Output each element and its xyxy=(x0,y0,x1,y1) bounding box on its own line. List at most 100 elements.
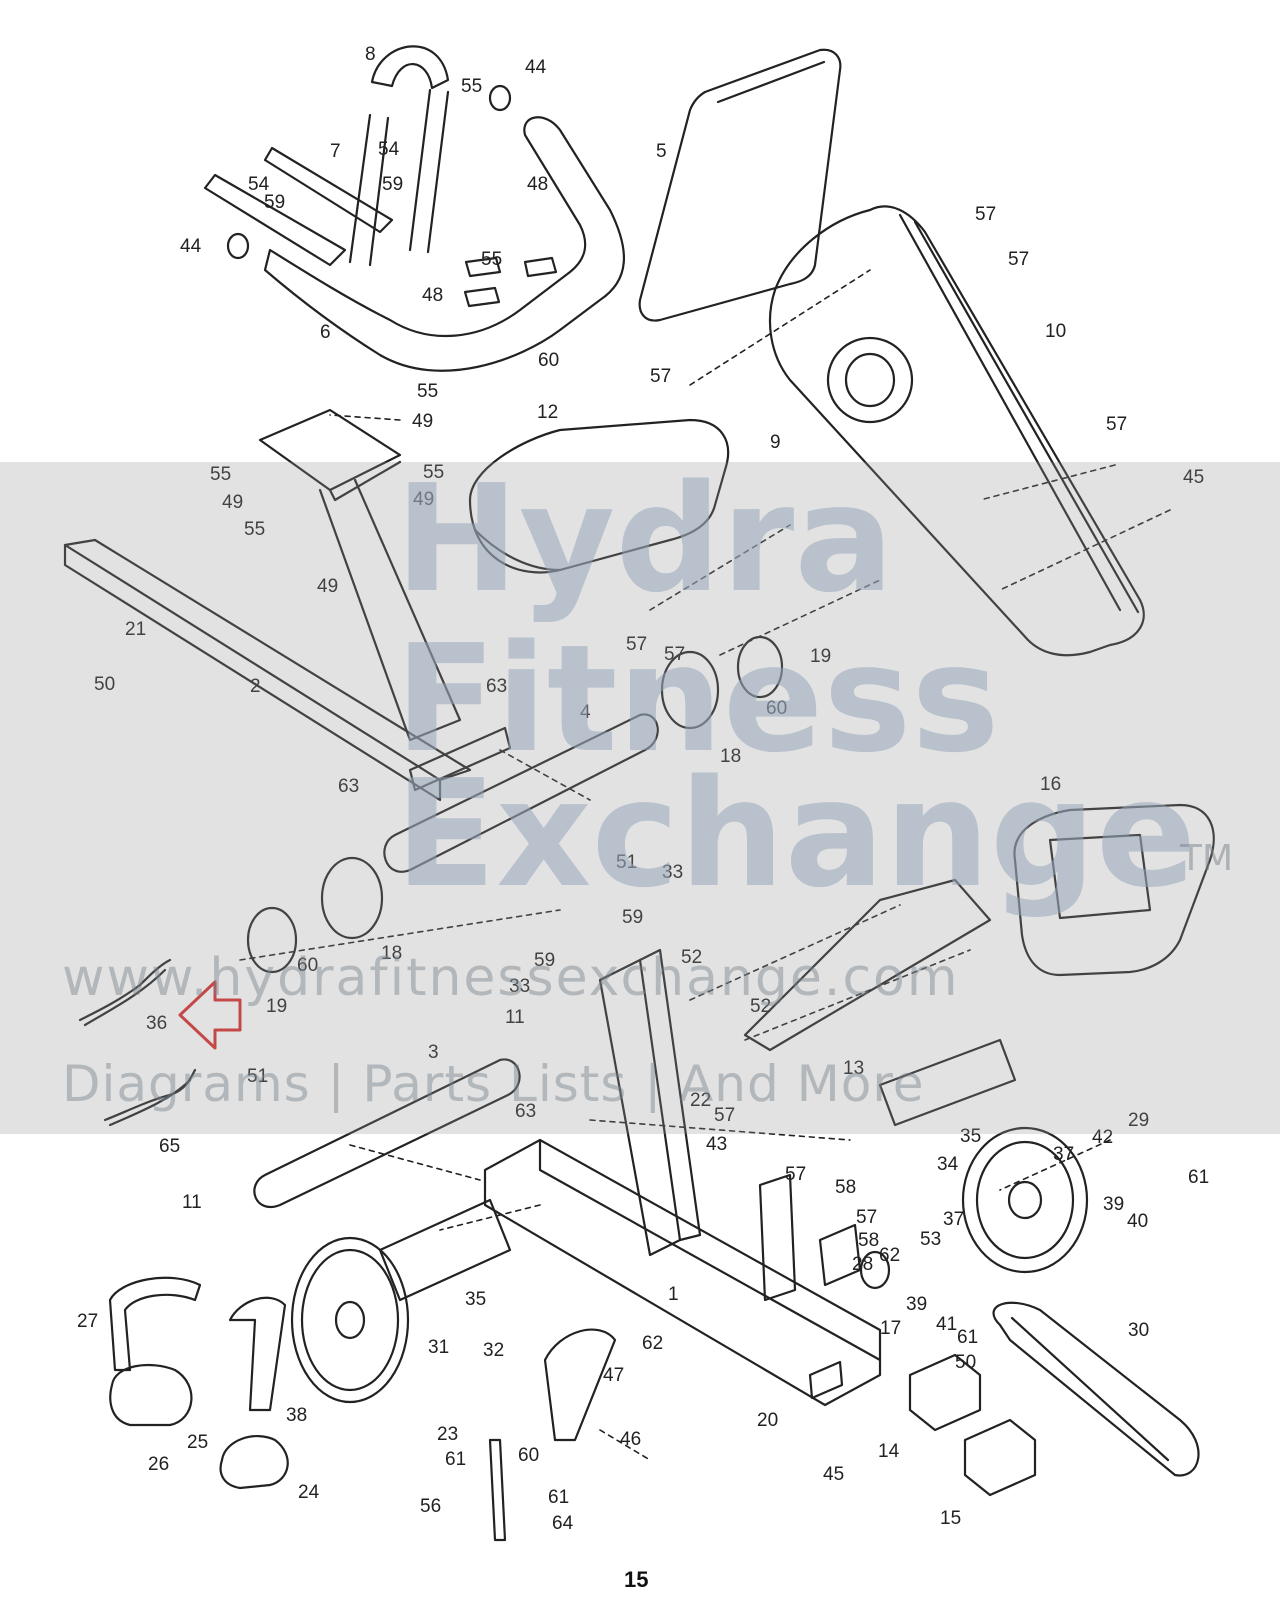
part-callout-59: 59 xyxy=(622,907,643,928)
part-callout-48: 48 xyxy=(422,285,443,306)
part-callout-24: 24 xyxy=(298,1482,320,1503)
main-frame xyxy=(483,948,882,1407)
part-callout-46: 46 xyxy=(620,1429,641,1450)
part-callout-5: 5 xyxy=(656,141,667,162)
part-callout-31: 31 xyxy=(428,1337,449,1358)
assembly-guide-lines xyxy=(239,269,1171,1461)
part-callout-52: 52 xyxy=(681,947,702,968)
watermark-line-3: Exchange xyxy=(395,748,1197,920)
watermark-tagline: Diagrams | Parts Lists | And More xyxy=(62,1055,925,1113)
part-callout-62: 62 xyxy=(879,1245,900,1266)
part-callout-61: 61 xyxy=(1188,1167,1209,1188)
part-callout-57: 57 xyxy=(650,366,671,387)
part-callout-9: 9 xyxy=(770,432,781,453)
part-callout-28: 28 xyxy=(852,1254,873,1275)
part-callout-45: 45 xyxy=(823,1464,844,1485)
part-callout-18: 18 xyxy=(381,943,402,964)
part-callout-22: 22 xyxy=(690,1090,711,1111)
part-callout-63: 63 xyxy=(515,1101,536,1122)
part-callout-39: 39 xyxy=(906,1294,927,1315)
part-callout-36: 36 xyxy=(146,1013,167,1034)
part-callout-7: 7 xyxy=(330,141,341,162)
part-callout-55: 55 xyxy=(417,381,438,402)
part-callout-39: 39 xyxy=(1103,1194,1124,1215)
part-callout-14: 14 xyxy=(878,1441,900,1462)
part-callout-59: 59 xyxy=(534,950,555,971)
part-callout-26: 26 xyxy=(148,1454,169,1475)
part-callout-44: 44 xyxy=(525,57,547,78)
part-callout-60: 60 xyxy=(766,698,787,719)
part-callout-49: 49 xyxy=(412,411,433,432)
part-callout-12: 12 xyxy=(537,402,558,423)
watermark-band xyxy=(0,462,1280,1134)
part-callout-42: 42 xyxy=(1092,1127,1113,1148)
flywheel xyxy=(961,1126,1089,1274)
part-callout-48: 48 xyxy=(527,174,548,195)
part-callout-15: 15 xyxy=(940,1508,961,1529)
watermark-trademark: TM xyxy=(1180,838,1234,879)
pedals xyxy=(108,1276,289,1490)
part-callout-54: 54 xyxy=(248,174,270,195)
part-callout-27: 27 xyxy=(77,1311,98,1332)
wire-harnesses xyxy=(78,958,197,1127)
part-callout-61: 61 xyxy=(548,1487,569,1508)
part-callout-35: 35 xyxy=(960,1126,981,1147)
part-callout-57: 57 xyxy=(1106,414,1127,435)
watermark-line-2: Fitness xyxy=(395,613,1000,785)
part-callout-43: 43 xyxy=(706,1134,727,1155)
part-callout-53: 53 xyxy=(920,1229,941,1250)
part-callout-51: 51 xyxy=(616,852,637,873)
part-callout-57: 57 xyxy=(856,1207,877,1228)
page-number: 15 xyxy=(624,1567,649,1592)
part-callout-58: 58 xyxy=(858,1230,879,1251)
watermark-url: www.hydrafitnessexchange.com xyxy=(62,948,960,1008)
small-components xyxy=(488,1173,1037,1542)
part-callout-8: 8 xyxy=(365,44,376,65)
part-callout-56: 56 xyxy=(420,1496,441,1517)
console-shroud xyxy=(638,48,1145,657)
drive-belt xyxy=(992,1301,1200,1477)
part-callout-59: 59 xyxy=(382,174,403,195)
part-callout-13: 13 xyxy=(843,1058,864,1079)
part-callout-45: 45 xyxy=(1183,467,1204,488)
part-callout-21: 21 xyxy=(125,619,146,640)
part-callout-50: 50 xyxy=(94,674,115,695)
part-callout-19: 19 xyxy=(810,646,831,667)
part-callout-3: 3 xyxy=(428,1042,439,1063)
part-callout-63: 63 xyxy=(338,776,359,797)
part-callout-35: 35 xyxy=(465,1289,486,1310)
part-callout-60: 60 xyxy=(538,350,559,371)
part-callout-64: 64 xyxy=(552,1513,574,1534)
part-callout-40: 40 xyxy=(1127,1211,1148,1232)
part-callout-19: 19 xyxy=(266,996,287,1017)
console-and-upright xyxy=(743,803,1215,1052)
part-callout-57: 57 xyxy=(626,634,647,655)
part-callout-34: 34 xyxy=(937,1154,959,1175)
drive-pulley xyxy=(290,1236,410,1404)
part-callout-32: 32 xyxy=(483,1340,504,1361)
part-callout-33: 33 xyxy=(662,862,683,883)
part-callout-57: 57 xyxy=(975,204,996,225)
part-callout-17: 17 xyxy=(880,1318,901,1339)
part-callout-55: 55 xyxy=(461,76,482,97)
part-callout-37: 37 xyxy=(1053,1144,1074,1165)
part-callout-60: 60 xyxy=(518,1445,539,1466)
bearing-sets xyxy=(378,1038,1017,1302)
highlight-arrow xyxy=(178,980,242,1050)
part-callout-55: 55 xyxy=(423,462,444,483)
part-callout-10: 10 xyxy=(1045,321,1066,342)
part-callout-65: 65 xyxy=(159,1136,180,1157)
part-callout-49: 49 xyxy=(413,489,434,510)
part-callout-57: 57 xyxy=(714,1105,735,1126)
part-callout-23: 23 xyxy=(437,1424,458,1445)
seat-cushion xyxy=(468,418,730,574)
watermark-line-1: Hydra xyxy=(395,453,895,625)
part-callout-57: 57 xyxy=(785,1164,806,1185)
part-callout-11: 11 xyxy=(505,1007,525,1028)
part-callout-57: 57 xyxy=(664,644,685,665)
part-callout-37: 37 xyxy=(943,1209,964,1230)
part-callout-33: 33 xyxy=(509,976,530,997)
part-callout-57: 57 xyxy=(1008,249,1029,270)
part-callout-61: 61 xyxy=(445,1449,466,1470)
